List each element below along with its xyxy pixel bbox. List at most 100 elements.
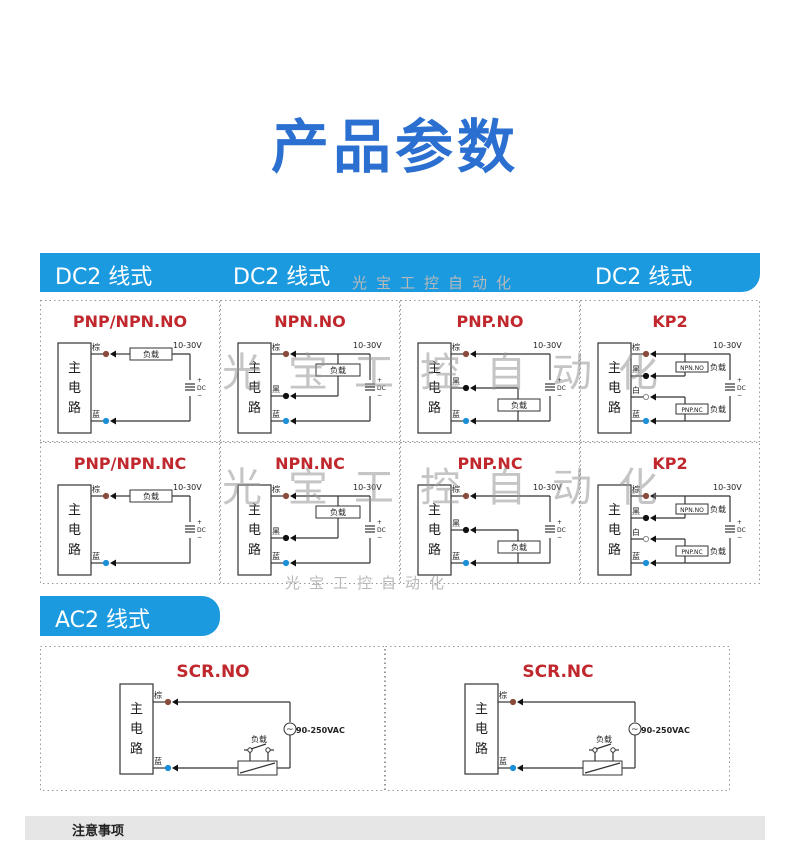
main-circuit-label: 主 [130,702,143,717]
main-circuit-label: 电 [428,523,441,538]
dc-label: DC [737,527,746,534]
cell-border [220,300,400,442]
pnp-nc-label: PNP.NC [681,407,702,414]
load-label: 负载 [710,546,726,556]
voltage-label: 10-30V [353,483,382,492]
blue-terminal-dot [102,417,110,425]
main-circuit-box [417,484,452,576]
brown-terminal-dot [282,492,290,500]
load-label: 负载 [710,404,726,414]
brown-terminal-dot [642,350,650,358]
load-label: 负载 [251,734,267,744]
cell-title: NPN.NO [274,312,346,331]
cell-border [580,442,760,584]
main-circuit-label: 主 [608,361,621,376]
main-circuit-label: 电 [608,381,621,396]
load-label: 负载 [330,507,346,517]
arrow-icon [650,350,656,358]
brown-wire-label: 棕 [272,484,280,494]
brown-wire-label: 棕 [452,484,460,494]
ac-symbol: ~ [631,725,639,735]
npn-no-label: NPN.NO [680,365,704,372]
main-circuit-box [597,484,632,576]
brown-wire-label: 棕 [272,342,280,352]
plus-sign: + [737,519,742,526]
main-circuit-label: 电 [130,722,143,737]
arrow-icon [470,417,476,425]
main-circuit-label: 路 [608,400,621,416]
blue-terminal-dot [642,559,650,567]
main-circuit-box [464,683,499,775]
minus-sign: − [557,534,562,541]
blue-wire-label: 蓝 [452,551,460,561]
main-circuit-label: 路 [428,400,441,416]
load-label: 负载 [143,349,159,359]
load-label: 负载 [330,365,346,375]
main-circuit-label: 路 [68,400,81,416]
brown-terminal-dot [642,492,650,500]
switch-contact [610,747,616,753]
blue-terminal-dot [642,417,650,425]
main-circuit-label: 主 [428,361,441,376]
blue-terminal-dot [282,559,290,567]
dc-label: DC [557,527,566,534]
ac-voltage-label: 90-250VAC [641,726,690,735]
main-circuit-label: 路 [248,400,261,416]
plus-sign: + [377,519,382,526]
main-circuit-box [237,484,272,576]
brown-wire-label: 棕 [154,690,162,700]
black-terminal-dot [282,392,290,400]
arrow-icon [290,417,296,425]
black-terminal-dot [282,534,290,542]
main-circuit-label: 主 [428,503,441,518]
blue-terminal-dot [102,559,110,567]
brown-terminal-dot [462,492,470,500]
arrow-icon [650,393,656,401]
ac-section-header: AC2 线式 [40,596,220,636]
load-box [497,398,541,412]
main-circuit-label: 路 [428,542,441,558]
black-terminal-dot [642,372,650,380]
load-box [497,540,541,554]
minus-sign: − [557,392,562,399]
brown-wire-label: 棕 [632,484,640,494]
plus-sign: + [377,377,382,384]
dc-header-1: DC2 线式 [55,265,153,290]
dc-label: DC [737,385,746,392]
arrow-icon [650,514,656,522]
main-circuit-label: 路 [130,741,143,757]
black-terminal-dot [462,526,470,534]
npn-no-label: NPN.NO [680,507,704,514]
blue-wire-label: 蓝 [154,756,162,766]
dc-label: DC [377,527,386,534]
cell-title: SCR.NO [176,662,249,682]
main-circuit-label: 主 [475,702,488,717]
cell-border [580,300,760,442]
brown-terminal-dot [102,492,110,500]
black-wire-label: 黑 [452,377,460,386]
brown-wire-label: 棕 [499,690,507,700]
main-circuit-label: 主 [68,503,81,518]
blue-terminal-dot [462,559,470,567]
switch-lever [250,743,267,750]
black-terminal-dot [642,514,650,522]
dc-label: DC [557,385,566,392]
main-circuit-box [237,342,272,434]
arrow-icon [290,350,296,358]
blue-terminal-dot [509,764,517,772]
main-circuit-box [119,683,154,775]
load-label: 负载 [596,734,612,744]
cell-title: NPN.NC [275,454,345,473]
arrow-icon [110,559,116,567]
arrow-icon [470,559,476,567]
voltage-label: 10-30V [713,341,742,350]
plus-sign: + [197,377,202,384]
